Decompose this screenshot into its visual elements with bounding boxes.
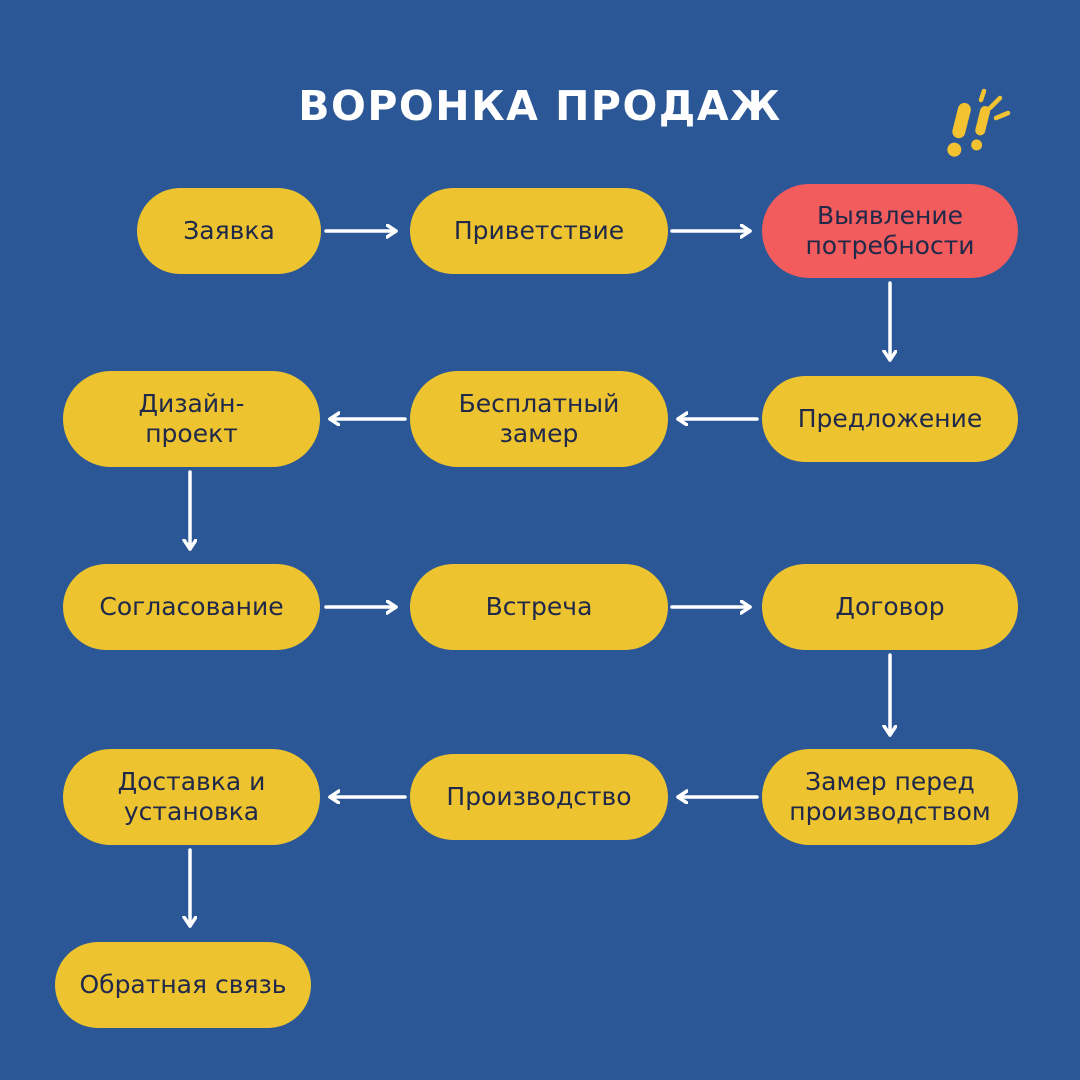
- node-proizvodstvo: Производство: [410, 754, 668, 840]
- node-besplatny-zamer: Бесплатный замер: [410, 371, 668, 467]
- node-vstrecha: Встреча: [410, 564, 668, 650]
- exclamation-icon: [947, 88, 1011, 157]
- node-privetstvie: Приветствие: [410, 188, 668, 274]
- node-zayavka: Заявка: [137, 188, 321, 274]
- node-zamer-pered-proizvodstvom: Замер перед производством: [762, 749, 1018, 845]
- node-obratnaya-svyaz: Обратная связь: [55, 942, 311, 1028]
- node-dostavka-ustanovka: Доставка и установка: [63, 749, 320, 845]
- node-dogovor: Договор: [762, 564, 1018, 650]
- node-predlozhenie: Предложение: [762, 376, 1018, 462]
- node-soglasovanie: Согласование: [63, 564, 320, 650]
- node-dizayn-proekt: Дизайн- проект: [63, 371, 320, 467]
- node-vyyavlenie-potrebnosti: Выявление потребности: [762, 184, 1018, 278]
- page-title: ВОРОНКА ПРОДАЖ: [298, 82, 782, 130]
